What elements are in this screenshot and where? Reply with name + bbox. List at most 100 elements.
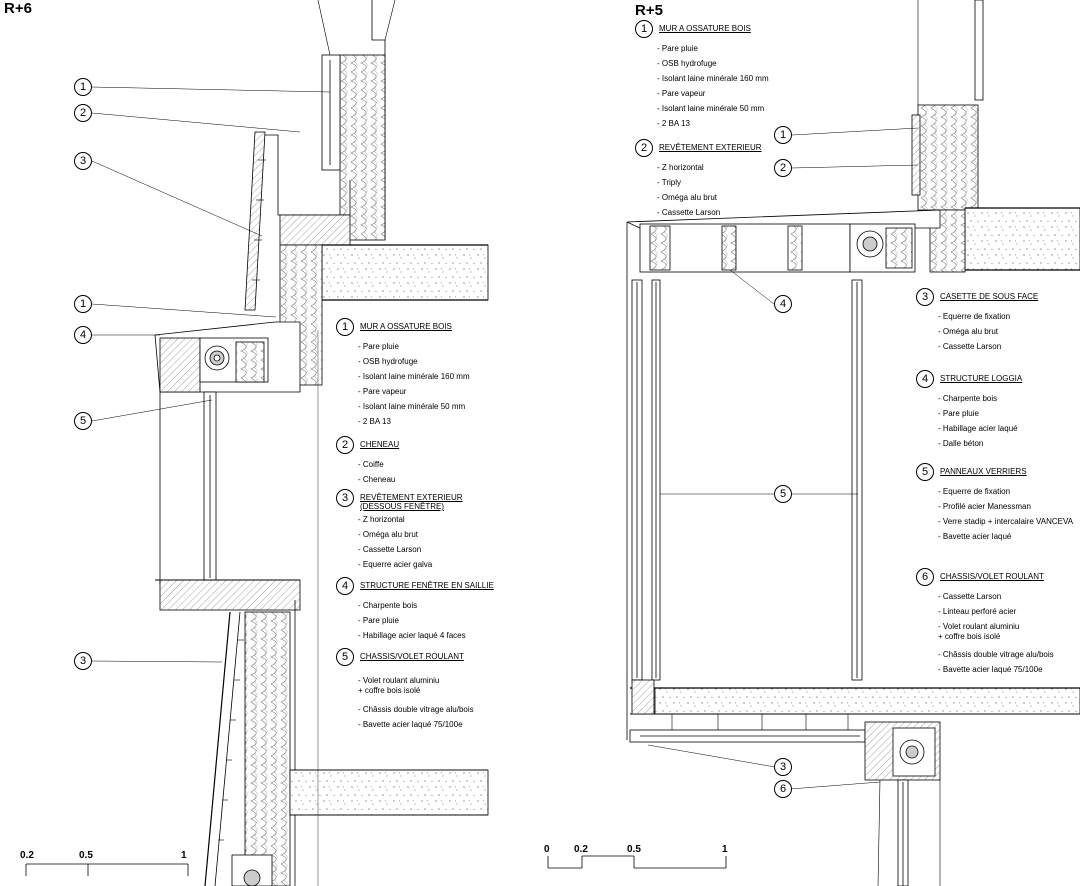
note-item: - Pare pluie xyxy=(358,342,399,351)
r6-callout: 3 xyxy=(74,152,92,170)
r5-scale-label: 0.5 xyxy=(627,844,641,855)
r5-note-3: 3 CASETTE DE SOUS FACE - Equerre de fixat… xyxy=(916,288,1076,354)
note-item: - Z horizontal xyxy=(657,163,704,172)
note-number: 4 xyxy=(336,577,354,595)
note-title: PANNEAUX VERRIERS xyxy=(940,467,1027,476)
r6-callout: 1 xyxy=(74,295,92,313)
note-item: - Oméga alu brut xyxy=(657,193,718,202)
note-number: 2 xyxy=(635,139,653,157)
note-title: MUR A OSSATURE BOIS xyxy=(360,322,452,331)
note-item: - Z horizontal xyxy=(358,515,405,524)
note-number: 3 xyxy=(916,288,934,306)
note-item: - 2 BA 13 xyxy=(657,119,690,128)
r5-note-2: 2 REVÊTEMENT EXTERIEUR - Z horizontal - T… xyxy=(635,139,815,220)
level-label-r5: R+5 xyxy=(635,2,663,19)
note-item: - Cassette Larson xyxy=(657,208,721,217)
note-number: 1 xyxy=(336,318,354,336)
note-item: - Oméga alu brut xyxy=(358,530,419,539)
note-item: - 2 BA 13 xyxy=(358,417,391,426)
r6-scale-label: 1 xyxy=(181,850,187,861)
note-item: - Equerre de fixation xyxy=(938,487,1011,496)
note-item: - Pare pluie xyxy=(657,44,698,53)
note-item: - Bavette acier laqué 75/100e xyxy=(358,720,463,729)
r5-note-4: 4 STRUCTURE LOGGIA - Charpente bois - Par… xyxy=(916,370,1076,451)
note-number: 2 xyxy=(336,436,354,454)
r6-section-drawing xyxy=(25,0,489,886)
note-item: - Volet roulant aluminiu + coffre bois i… xyxy=(938,622,1020,641)
r5-scale-label: 0.2 xyxy=(574,844,588,855)
note-number: 5 xyxy=(916,463,934,481)
r6-note-1: 1 MUR A OSSATURE BOIS - Pare pluie - OSB … xyxy=(336,318,516,429)
r5-scale-label: 1 xyxy=(722,844,728,855)
note-item: - Volet roulant aluminiu + coffre bois i… xyxy=(358,676,440,695)
note-item: - Cassette Larson xyxy=(938,342,1002,351)
note-item: - Profilé acier Manessman xyxy=(938,502,1031,511)
note-item: - Charpente bois xyxy=(938,394,998,403)
level-label-r6: R+6 xyxy=(4,0,32,17)
note-item: - Coiffe xyxy=(358,460,384,469)
note-number: 6 xyxy=(916,568,934,586)
r5-callout: 3 xyxy=(774,758,792,776)
note-item: - Pare vapeur xyxy=(657,89,706,98)
r5-callout: 1 xyxy=(774,126,792,144)
note-title: REVÊTEMENT EXTERIEUR (DESSOUS FENÊTRE) xyxy=(360,493,463,511)
note-item: - Cassette Larson xyxy=(938,592,1002,601)
note-item: - Equerre de fixation xyxy=(938,312,1011,321)
r5-note-5: 5 PANNEAUX VERRIERS - Equerre de fixation… xyxy=(916,463,1078,544)
note-item: - Isolant laine minérale 160 mm xyxy=(358,372,470,381)
note-item: - Oméga alu brut xyxy=(938,327,999,336)
r5-scale-label: 0 xyxy=(544,844,550,855)
note-item: - Triply xyxy=(657,178,681,187)
note-number: 3 xyxy=(336,489,354,507)
note-number: 4 xyxy=(916,370,934,388)
r5-callout: 5 xyxy=(774,485,792,503)
note-item: - Châssis double vitrage alu/bois xyxy=(938,650,1054,659)
r5-callout: 4 xyxy=(774,295,792,313)
note-item: - Linteau perforé acier xyxy=(938,607,1017,616)
note-title: CASETTE DE SOUS FACE xyxy=(940,292,1039,301)
note-item: - Verre stadip + intercalaire VANCEVA xyxy=(938,517,1074,526)
note-item: - Dalle béton xyxy=(938,439,984,448)
note-item: - Isolant laine minérale 50 mm xyxy=(657,104,765,113)
r6-callout: 5 xyxy=(74,412,92,430)
note-item: - Isolant laine minérale 160 mm xyxy=(657,74,769,83)
note-item: - OSB hydrofuge xyxy=(358,357,418,366)
note-item: - Bavette acier laqué 75/100e xyxy=(938,665,1043,674)
r5-callout: 6 xyxy=(774,780,792,798)
r5-callout: 2 xyxy=(774,159,792,177)
note-item: - Châssis double vitrage alu/bois xyxy=(358,705,474,714)
r6-scale-label: 0.2 xyxy=(20,850,34,861)
note-item: - Equerre acier galva xyxy=(358,560,433,569)
note-title: STRUCTURE LOGGIA xyxy=(940,374,1023,383)
note-item: - Charpente bois xyxy=(358,601,418,610)
r6-note-5: 5 CHASSIS/VOLET ROULANT - Volet roulant a… xyxy=(336,648,516,732)
note-title: CHASSIS/VOLET ROULANT xyxy=(940,572,1044,581)
note-item: - Habillage acier laqué 4 faces xyxy=(358,631,466,640)
r5-note-6: 6 CHASSIS/VOLET ROULANT - Cassette Larson… xyxy=(916,568,1076,677)
note-item: - Pare vapeur xyxy=(358,387,407,396)
r5-section-drawing xyxy=(547,0,1080,886)
r6-scale-label: 0.5 xyxy=(79,850,93,861)
note-title: CHENEAU xyxy=(360,440,400,449)
note-item: - Bavette acier laqué xyxy=(938,532,1012,541)
note-item: - Isolant laine minérale 50 mm xyxy=(358,402,466,411)
r6-callout: 4 xyxy=(74,326,92,344)
r6-callout: 2 xyxy=(74,104,92,122)
note-title: MUR A OSSATURE BOIS xyxy=(659,24,751,33)
note-number: 5 xyxy=(336,648,354,666)
note-item: - Pare pluie xyxy=(938,409,979,418)
note-number: 1 xyxy=(635,20,653,38)
note-item: - Habillage acier laqué xyxy=(938,424,1018,433)
note-item: - Cheneau xyxy=(358,475,396,484)
r6-callout: 3 xyxy=(74,652,92,670)
note-item: - Pare pluie xyxy=(358,616,399,625)
r6-callout: 1 xyxy=(74,78,92,96)
r6-note-2: 2 CHENEAU - Coiffe - Cheneau xyxy=(336,436,516,487)
note-item: - Cassette Larson xyxy=(358,545,422,554)
note-title: CHASSIS/VOLET ROULANT xyxy=(360,652,464,661)
note-title: REVÊTEMENT EXTERIEUR xyxy=(659,143,762,152)
